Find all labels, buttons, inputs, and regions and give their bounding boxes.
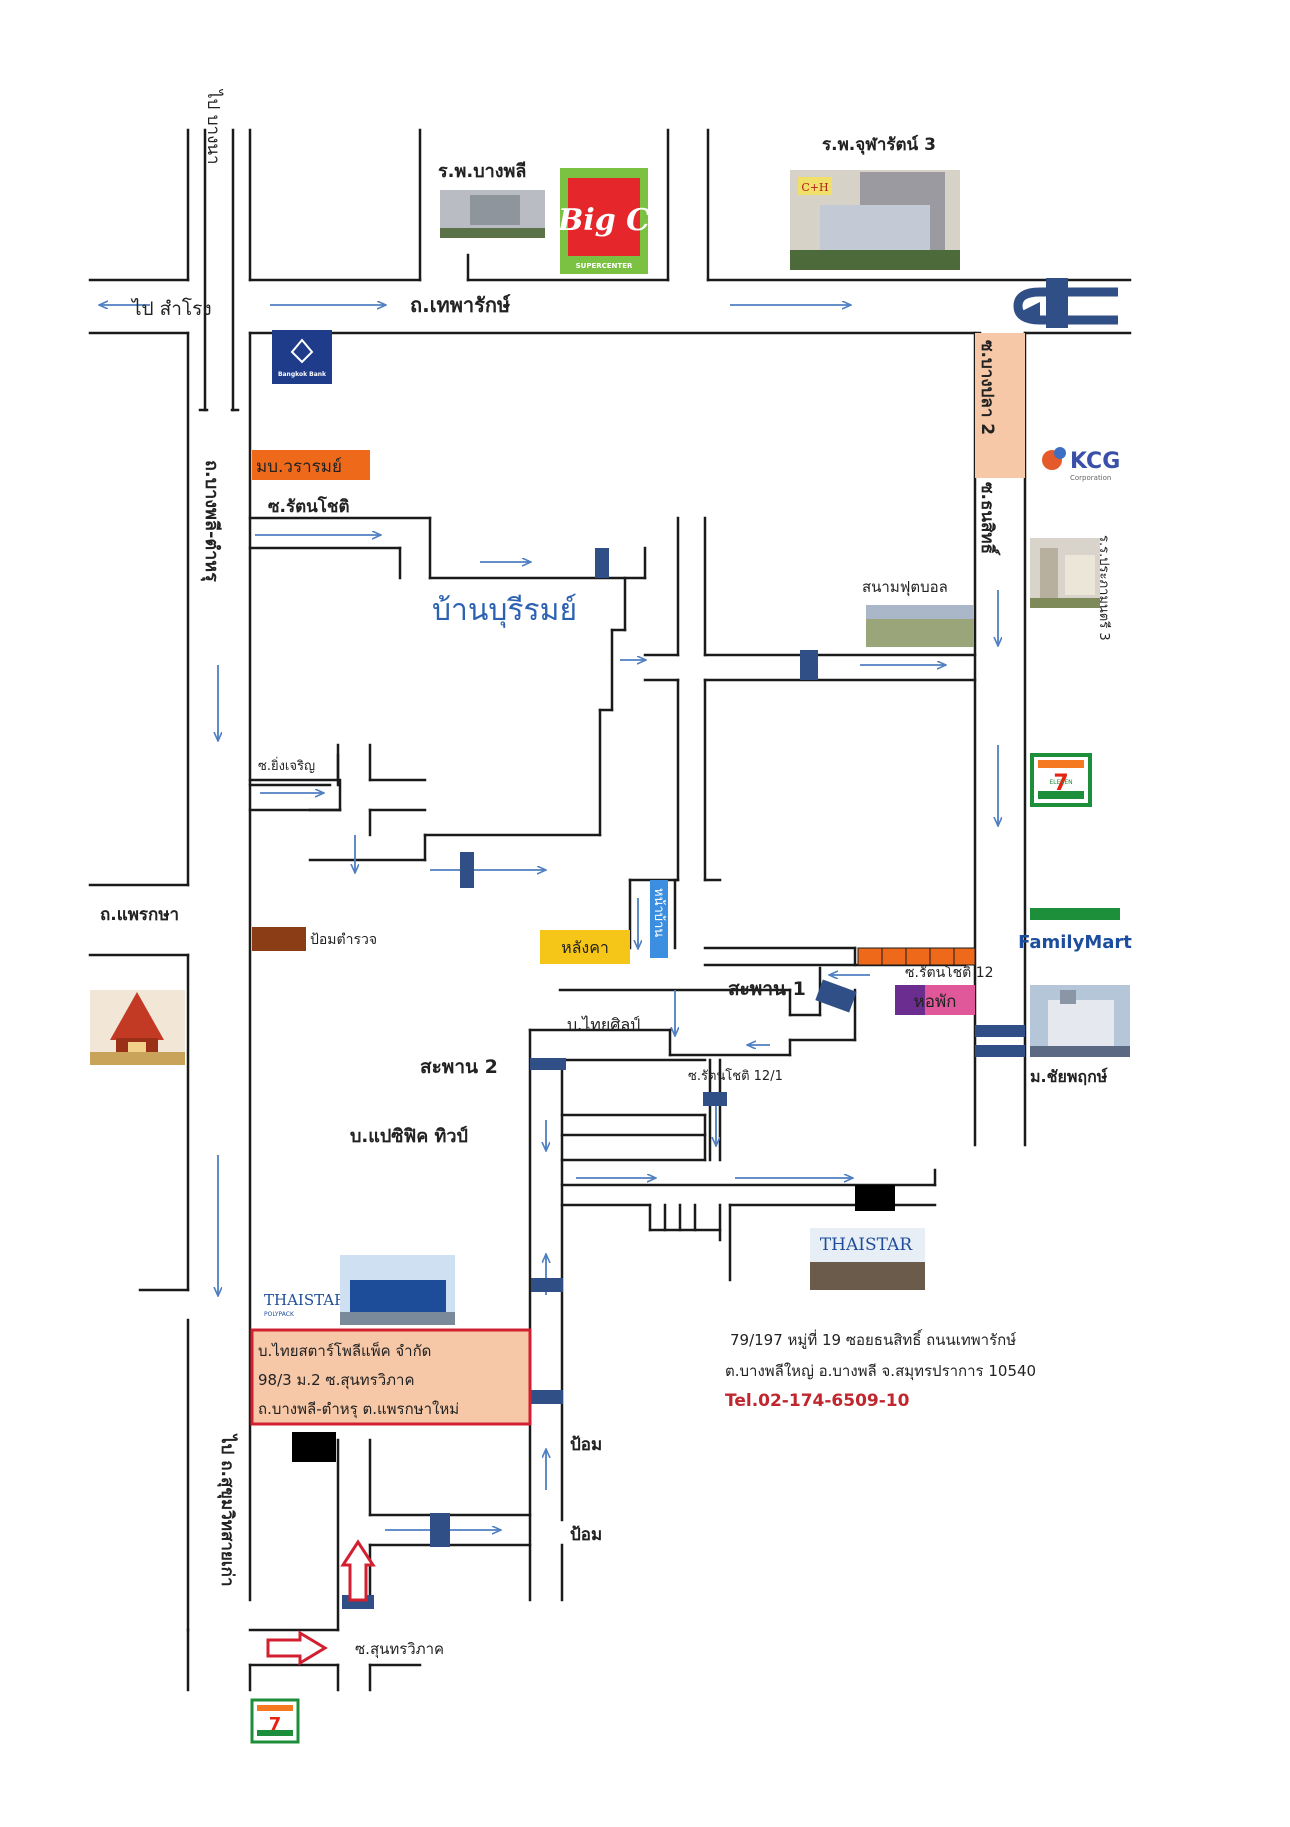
- bridge-block: [430, 1513, 450, 1547]
- bridge-block: [460, 852, 474, 888]
- road-to-samrong-label: ไป สำโรง: [130, 297, 212, 320]
- hospital-bangphli-photo: ร.พ.บางพลี: [438, 161, 545, 238]
- svg-text:หอพัก: หอพัก: [914, 992, 957, 1012]
- svg-text:7: 7: [1053, 771, 1068, 796]
- police-box: ป้อมตำรวจ: [252, 927, 377, 951]
- bridge-block: [975, 1045, 1025, 1057]
- road-network: [88, 128, 1132, 1692]
- shop-row: [857, 947, 976, 966]
- thaistar-photo-right: THAISTAR: [810, 1228, 925, 1290]
- hospital-chularat-photo: C+H ร.พ.จุฬารัตน์ 3: [790, 134, 960, 270]
- svg-text:FamilyMart: FamilyMart: [1018, 932, 1132, 953]
- road-to-bangna-label: ไป บางนา: [203, 88, 224, 165]
- ch-logo: C+H: [801, 181, 828, 194]
- pacific-tube-label: บ.แปซิฟิค ทิวป์: [350, 1125, 468, 1147]
- soi-yingcharoen-label: ซ.ยิ่งเจริญ: [258, 757, 315, 774]
- bank-name: Bangkok Bank: [278, 371, 327, 378]
- soi-bangpla2-band: [975, 333, 1025, 478]
- company-info-box: บ.ไทยสตาร์โพลีแพ็ค จำกัด 98/3 ม.2 ซ.สุนท…: [250, 1328, 532, 1426]
- school-photo: [1030, 538, 1100, 608]
- svg-text:ELEVEN: ELEVEN: [1049, 779, 1072, 786]
- familymart-logo: FamilyMart: [1018, 908, 1132, 956]
- school-label: ร.ร.ประภามนตรี 3: [1096, 535, 1112, 641]
- bigc-text: Big C: [557, 203, 650, 238]
- bridge-block: [703, 1092, 727, 1106]
- bridge-block: [800, 650, 818, 680]
- bangkok-bank-logo: Bangkok Bank: [272, 330, 332, 384]
- roof-label: หลังคา: [540, 930, 630, 964]
- bridge2-label: สะพาน 2: [420, 1056, 498, 1078]
- university-label: ม.ชัยพฤกษ์: [1030, 1067, 1108, 1086]
- u-turn-arrow: [1013, 278, 1118, 328]
- svg-text:KCG: KCG: [1070, 449, 1120, 474]
- svg-text:Corporation: Corporation: [1070, 474, 1111, 482]
- address-line-1: 79/197 หมู่ที่ 19 ซอยธนสิทธิ์ ถนนเทพารัก…: [730, 1329, 1016, 1349]
- guard-post-label-1: ป้อม: [570, 1435, 602, 1455]
- bigc-logo: Big C SUPERCENTER: [557, 168, 650, 274]
- svg-text:POLYPACK: POLYPACK: [264, 1311, 295, 1318]
- village-waraom-label: มบ.วรารมย์: [252, 450, 370, 480]
- soi-rattanachot12-1-label: ซ.รัตนโชติ 12/1: [688, 1068, 783, 1084]
- bridge-block: [815, 979, 857, 1013]
- thaistar-logo-left: THAISTAR POLYPACK: [264, 1291, 346, 1318]
- black-marker: [292, 1432, 336, 1462]
- hospital-chularat-label: ร.พ.จุฬารัตน์ 3: [822, 134, 936, 155]
- red-arrow-right: [266, 1630, 328, 1666]
- dorm-label: หอพัก: [895, 985, 975, 1015]
- university-photo: [1030, 985, 1130, 1057]
- bridge-block: [595, 548, 609, 578]
- red-arrow-up: [340, 1539, 376, 1602]
- soi-thanasit-label: ซ.ธนสิทธิ์: [977, 482, 1001, 556]
- black-marker: [855, 1185, 895, 1211]
- svg-text:มบ.วรารมย์: มบ.วรารมย์: [256, 457, 342, 477]
- road-phraeksa-label: ถ.แพรกษา: [100, 905, 179, 925]
- road-theparak-label: ถ.เทพารักษ์: [410, 293, 511, 317]
- bigc-sub: SUPERCENTER: [576, 262, 633, 270]
- svg-text:หน้าบ้าน: หน้าบ้าน: [651, 888, 666, 937]
- football-field: สนามฟุตบอล: [862, 578, 974, 647]
- svg-text:7: 7: [269, 1714, 282, 1735]
- soi-bangpla2-label: ซ.บางปลา 2: [977, 340, 997, 435]
- company-name: บ.ไทยสตาร์โพลีแพ็ค จำกัด: [258, 1341, 431, 1360]
- company-address-1: 98/3 ม.2 ซ.สุนทรวิภาค: [258, 1371, 415, 1390]
- seven-eleven-logo-bottom: 7: [250, 1698, 300, 1744]
- svg-text:ป้อมตำรวจ: ป้อมตำรวจ: [310, 932, 377, 948]
- seven-eleven-logo-right: 7 ELEVEN: [1030, 753, 1092, 807]
- front-label: หน้าบ้าน: [650, 880, 668, 958]
- bridge-block: [530, 1058, 566, 1070]
- svg-text:THAISTAR: THAISTAR: [820, 1235, 913, 1255]
- kcg-logo: KCG Corporation: [1042, 447, 1120, 482]
- hospital-bangphli-label: ร.พ.บางพลี: [438, 161, 526, 182]
- guard-post-label-2: ป้อม: [570, 1525, 602, 1545]
- traffic-arrows: [100, 305, 998, 1530]
- svg-text:สนามฟุตบอล: สนามฟุตบอล: [862, 578, 948, 597]
- temple-gate-photo: [90, 990, 185, 1065]
- bridge-block: [975, 1025, 1025, 1037]
- ban-burirom-logo: บ้านบุรีรมย์: [432, 593, 577, 629]
- svg-text:หลังคา: หลังคา: [561, 938, 609, 957]
- soi-rattanachot12-label: ซ.รัตนโชติ 12: [905, 964, 994, 981]
- road-to-sukhumvit-label: ไป ถ.สุขุมวิทสายเก่า: [217, 1433, 238, 1587]
- address-line-2: ต.บางพลีใหญ่ อ.บางพลี จ.สมุทรปราการ 1054…: [725, 1362, 1036, 1381]
- thaisilp-label: บ.ไทยศิลป์: [567, 1015, 640, 1034]
- bridge1-label: สะพาน 1: [728, 978, 806, 1000]
- thaistar-photo-left: [340, 1255, 455, 1325]
- red-route-arrows: [266, 1539, 376, 1666]
- bridge-block: [531, 1390, 563, 1404]
- bridge-markers: [342, 548, 1025, 1609]
- bridge-block: [531, 1278, 563, 1292]
- svg-text:THAISTAR: THAISTAR: [264, 1291, 346, 1309]
- soi-rattanachot-label: ซ.รัตนโชติ: [268, 496, 350, 517]
- road-bangphli-tamru-label: ถ.บางพลี-ตำหรุ: [200, 460, 222, 582]
- company-address-2: ถ.บางพลี-ตำหรุ ต.แพรกษาใหม่: [258, 1400, 459, 1419]
- soi-sunthornwiphak-label: ซ.สุนทรวิภาค: [355, 1640, 444, 1659]
- phone-number: Tel.02-174-6509-10: [725, 1391, 910, 1411]
